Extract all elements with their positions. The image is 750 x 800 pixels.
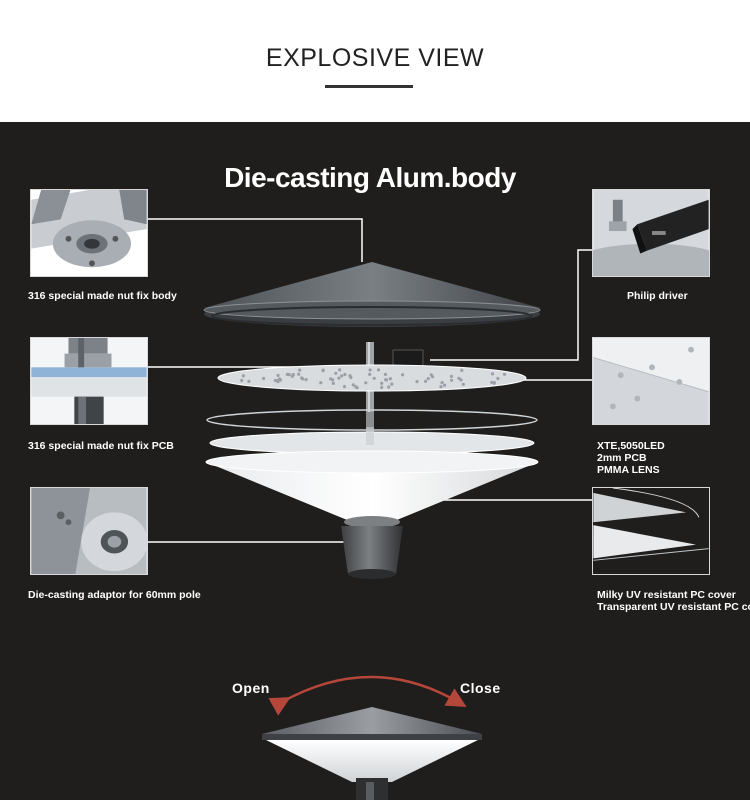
close-label: Close bbox=[460, 680, 501, 696]
open-close-arrow bbox=[268, 675, 467, 716]
led-dot bbox=[380, 381, 384, 385]
pole-adaptor bbox=[341, 516, 403, 579]
led-dot bbox=[490, 380, 494, 384]
led-dot bbox=[298, 368, 302, 372]
led-dot bbox=[351, 383, 355, 387]
label-body-nut: 316 special made nut fix body bbox=[28, 290, 177, 302]
led-dot bbox=[429, 373, 433, 377]
leader-lines bbox=[148, 218, 593, 543]
leader-line-driver bbox=[430, 249, 592, 361]
led-dot bbox=[440, 381, 444, 385]
led-dot bbox=[262, 376, 266, 381]
led-dot bbox=[331, 381, 335, 385]
led-dot bbox=[449, 374, 453, 378]
led-dot bbox=[349, 375, 353, 380]
thumb-pcb-nut bbox=[30, 337, 148, 425]
led-dot bbox=[247, 379, 251, 383]
led-dot bbox=[383, 372, 388, 376]
led-dot bbox=[285, 372, 289, 376]
thumb-adaptor bbox=[30, 487, 148, 575]
led-dot bbox=[355, 386, 359, 390]
label-driver: Philip driver bbox=[627, 290, 688, 302]
page-title: EXPLOSIVE VIEW bbox=[265, 44, 485, 72]
led-dot bbox=[241, 374, 245, 378]
explosive-view-panel: Die-casting Alum.body 316 special made n… bbox=[0, 122, 750, 800]
led-pcb-disc bbox=[217, 364, 527, 392]
led-dot bbox=[343, 372, 347, 377]
led-dot bbox=[368, 368, 372, 372]
led-dot bbox=[384, 378, 388, 382]
led-dot bbox=[439, 385, 443, 389]
label-lens-material: PMMA LENS bbox=[597, 464, 660, 476]
led-dot bbox=[290, 374, 294, 378]
thumb-driver bbox=[592, 189, 710, 277]
leader-line-body-nut bbox=[148, 218, 363, 262]
panel-title: Die-casting Alum.body bbox=[224, 162, 516, 193]
led-dot bbox=[388, 377, 392, 381]
led-dot bbox=[443, 383, 447, 387]
thumb-body-nut bbox=[30, 189, 148, 277]
label-pcb-thickness: 2mm PCB bbox=[597, 452, 647, 464]
label-adaptor: Die-casting adaptor for 60mm pole bbox=[28, 589, 201, 601]
thumb-pc-cover bbox=[592, 487, 710, 575]
led-dot bbox=[387, 385, 391, 389]
led-dot bbox=[424, 379, 428, 383]
pmma-lens-disc bbox=[209, 427, 535, 455]
led-dot bbox=[401, 373, 405, 377]
assembled-lamp bbox=[262, 707, 482, 800]
label-led-type: XTE,5050LED bbox=[597, 440, 665, 452]
label-pcb-nut: 316 special made nut fix PCB bbox=[28, 440, 174, 452]
led-dot bbox=[450, 378, 454, 382]
led-dot bbox=[338, 368, 342, 372]
open-label: Open bbox=[232, 680, 270, 696]
body-nut-image bbox=[31, 190, 147, 276]
led-dot bbox=[321, 368, 325, 372]
led-dot bbox=[496, 376, 500, 381]
exploded-lamp-diagram bbox=[148, 218, 593, 800]
led-dot bbox=[457, 376, 461, 380]
led-dot bbox=[276, 373, 280, 377]
led-dot bbox=[426, 377, 430, 381]
adaptor-image bbox=[31, 488, 147, 574]
led-dot bbox=[240, 378, 244, 383]
led-dot bbox=[492, 381, 496, 385]
led-dot bbox=[390, 382, 394, 386]
led-dot bbox=[337, 376, 341, 380]
led-dot bbox=[415, 380, 419, 384]
led-dot bbox=[376, 368, 381, 372]
led-dot bbox=[319, 381, 323, 385]
led-dot bbox=[364, 381, 368, 385]
led-dot bbox=[334, 371, 338, 375]
led-dot bbox=[502, 372, 507, 376]
led-dot bbox=[297, 372, 301, 376]
led-dot bbox=[380, 385, 384, 389]
led-dot bbox=[342, 385, 347, 389]
title-underline bbox=[325, 85, 413, 88]
led-pcb-image bbox=[593, 338, 709, 424]
driver-image bbox=[593, 190, 709, 276]
thumb-led-pcb bbox=[592, 337, 710, 425]
label-milky-cover: Milky UV resistant PC cover bbox=[597, 589, 736, 601]
pc-cover-image bbox=[593, 488, 709, 574]
led-dot bbox=[372, 376, 376, 380]
led-dot bbox=[368, 372, 372, 376]
led-dot bbox=[460, 368, 464, 372]
led-dot bbox=[340, 374, 344, 378]
label-pc-cover: Milky UV resistant PC cover Transparent … bbox=[597, 589, 750, 613]
led-dot bbox=[304, 378, 308, 382]
pcb-nut-image bbox=[31, 338, 147, 424]
page-header: EXPLOSIVE VIEW bbox=[0, 0, 750, 122]
label-led-pcb: XTE,5050LED 2mm PCB PMMA LENS bbox=[597, 440, 665, 476]
led-dot bbox=[277, 377, 282, 381]
led-dot bbox=[331, 378, 335, 382]
label-transparent-cover: Transparent UV resistant PC cover bbox=[597, 601, 750, 613]
led-dot bbox=[461, 382, 465, 386]
aluminium-body-cone bbox=[203, 262, 541, 327]
led-dot bbox=[301, 377, 305, 381]
led-dot bbox=[490, 372, 495, 376]
